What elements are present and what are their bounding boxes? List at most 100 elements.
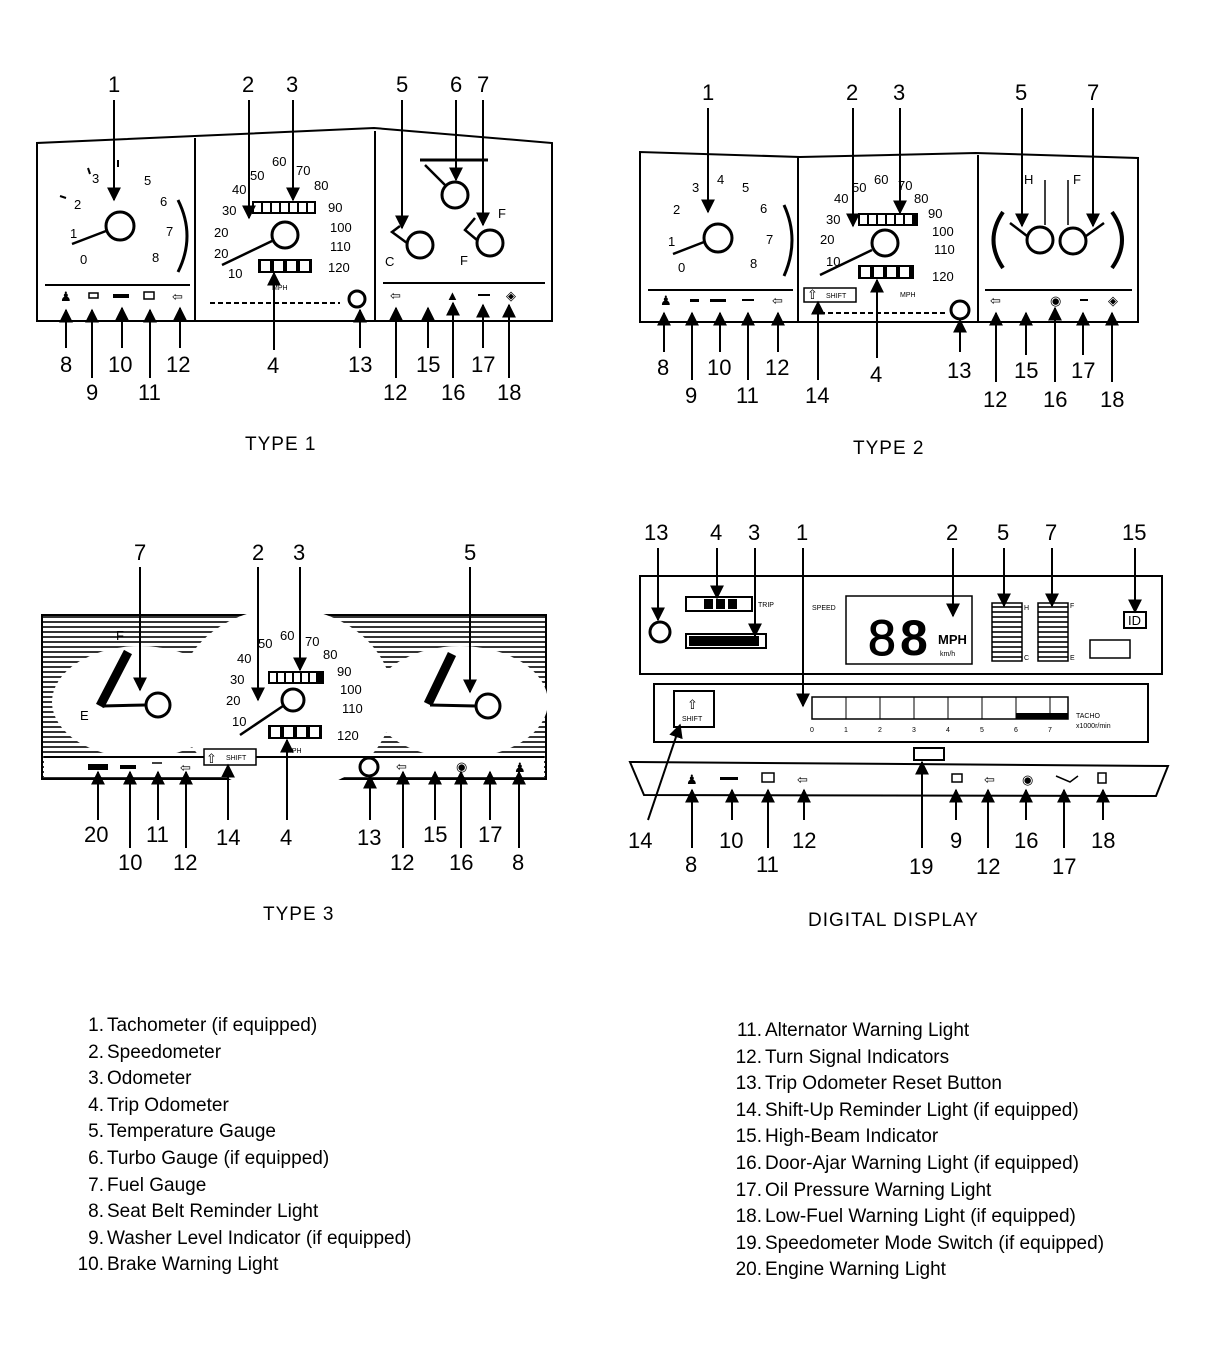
callout-5: 5	[1015, 80, 1027, 105]
high-beam-icon: ID	[1128, 613, 1141, 628]
digital-speed-label: SPEED	[812, 605, 836, 612]
battery-icon	[143, 291, 155, 300]
legend-item: 7.Fuel Gauge	[88, 1174, 207, 1196]
temp-c-label: C	[385, 254, 394, 269]
digital-high-beam-light: ID	[1123, 611, 1147, 629]
callout-1: 1	[108, 72, 120, 97]
speedo-mode-switch[interactable]	[913, 747, 945, 761]
speedo-tick-20: 20	[214, 246, 228, 261]
speedo-tick-110: 110	[934, 242, 955, 257]
digital-fuel-f: F	[1070, 603, 1074, 610]
callout-10: 10	[719, 828, 743, 853]
seatbelt-icon: ♟	[514, 760, 526, 775]
tach-tick-6: 6	[160, 194, 167, 209]
callout-7: 7	[477, 72, 489, 97]
brake-icon	[113, 294, 129, 298]
type2-speedometer: 10 20 30 40 50 60 70 80 90 100 110 120	[803, 172, 971, 321]
legend-item: 18.Low-Fuel Warning Light (if equipped)	[735, 1206, 1076, 1228]
type1-trip-odometer	[258, 259, 312, 273]
tach-tick-4: 4	[717, 172, 724, 187]
digital-shift-light: ⇧ SHIFT	[673, 690, 715, 728]
callout-4: 4	[710, 520, 722, 545]
type2-trip-reset-button[interactable]	[949, 299, 971, 321]
type1-trip-reset-button[interactable]	[347, 289, 367, 309]
digital-mph-label: MPH	[938, 632, 967, 647]
callout-17: 17	[471, 352, 495, 377]
legend-item: 15.High-Beam Indicator	[735, 1126, 939, 1148]
digital-kmh-label: km/h	[940, 651, 955, 658]
callout-17: 17	[1071, 358, 1095, 383]
tach-tick-0: 0	[80, 252, 87, 267]
speedo-tick-80: 80	[314, 178, 328, 193]
brake-icon	[120, 765, 136, 769]
callout-2: 2	[846, 80, 858, 105]
type1-speedometer: 10 20 20 30 40 50 60 70 80 90 100 110 12…	[210, 154, 367, 309]
callout-16: 16	[449, 850, 473, 875]
legend-right: 11.Alternator Warning Light 12.Turn Sign…	[726, 1018, 1104, 1284]
callout-3: 3	[893, 80, 905, 105]
type2-odometer	[858, 213, 918, 226]
type3-trip-reset-button[interactable]	[358, 756, 380, 778]
callout-2: 2	[242, 72, 254, 97]
caption-type3: TYPE 3	[263, 904, 334, 925]
tach-tick-0: 0	[678, 260, 685, 275]
callout-12b: 12	[983, 387, 1007, 412]
speedo-hub	[270, 220, 300, 250]
speedo-tick-90: 90	[928, 206, 942, 221]
temp-f-label: F	[460, 253, 468, 268]
digital-cluster: TRIP SPEED 8 8 MPH km/h H C F E ID	[628, 575, 1170, 798]
callout-9: 9	[86, 380, 98, 405]
speedo-tick-70: 70	[898, 178, 912, 193]
callout-4: 4	[870, 362, 882, 387]
fuel-f-label: F	[498, 206, 506, 221]
digital-speed-digit-ghost: 8	[868, 610, 896, 666]
fuel-icon: ◈	[1108, 293, 1118, 308]
type2-tachometer: 0 1 2 3 4 5 6 7 8	[668, 172, 794, 277]
type3-warning-lights: ⇦ ⇦ ◉ ♟	[88, 759, 526, 775]
dtach-tick-7: 7	[1048, 727, 1052, 734]
digital-fuel-e: E	[1070, 655, 1075, 662]
digital-speed-digit: 8	[900, 610, 928, 666]
speedo-tick-110: 110	[342, 701, 363, 716]
dtach-tick-5: 5	[980, 727, 984, 734]
callout-20: 20	[84, 822, 108, 847]
digital-tachometer: 0 1 2 3 4 5 6 7 TACHO x1000r/min	[810, 696, 1111, 734]
digital-temp-h: H	[1024, 605, 1029, 612]
legend-item: 12.Turn Signal Indicators	[735, 1046, 950, 1068]
callout-15: 15	[423, 822, 447, 847]
callout-18: 18	[497, 380, 521, 405]
speedo-tick-40: 40	[237, 651, 251, 666]
type3-shift-label: SHIFT	[226, 755, 247, 762]
fuel-icon	[1097, 772, 1107, 784]
legend-item: 9.Washer Level Indicator (if equipped)	[88, 1227, 412, 1249]
digital-indicator-box	[1089, 639, 1131, 659]
type3-mph-label: MPH	[286, 748, 302, 755]
callout-8: 8	[657, 355, 669, 380]
type3-right-face	[372, 646, 548, 758]
type2-warning-lights: ♟ ⇦ ⇦ ◉ ◈	[660, 293, 1118, 308]
callout-18: 18	[1100, 387, 1124, 412]
callout-12: 12	[765, 355, 789, 380]
callout-12: 12	[173, 850, 197, 875]
door-ajar-icon: ▲	[446, 288, 459, 303]
speedo-hub	[870, 228, 900, 258]
seatbelt-icon: ♟	[686, 772, 698, 787]
callout-11: 11	[138, 380, 161, 405]
type3-cluster: F E 10 20 30 40 50 60 70 80 90 100 110 1…	[41, 608, 548, 792]
callout-11: 11	[146, 822, 169, 847]
dtach-tick-4: 4	[946, 727, 950, 734]
callout-10: 10	[707, 355, 731, 380]
callout-6: 6	[450, 72, 462, 97]
fuel-e-label: E	[80, 708, 89, 723]
speedo-tick-70: 70	[305, 634, 319, 649]
dtach-tick-1: 1	[844, 727, 848, 734]
digital-trip-reset-button[interactable]	[648, 620, 672, 644]
temp-gauge-hub	[405, 230, 435, 260]
digital-trip-label: TRIP	[758, 602, 774, 609]
callout-14: 14	[805, 383, 829, 408]
callout-3: 3	[748, 520, 760, 545]
turn-signal-right-icon: ⇦	[390, 288, 401, 303]
fuel-f-label: F	[1073, 172, 1081, 187]
type2-shift-label: SHIFT	[826, 293, 847, 300]
